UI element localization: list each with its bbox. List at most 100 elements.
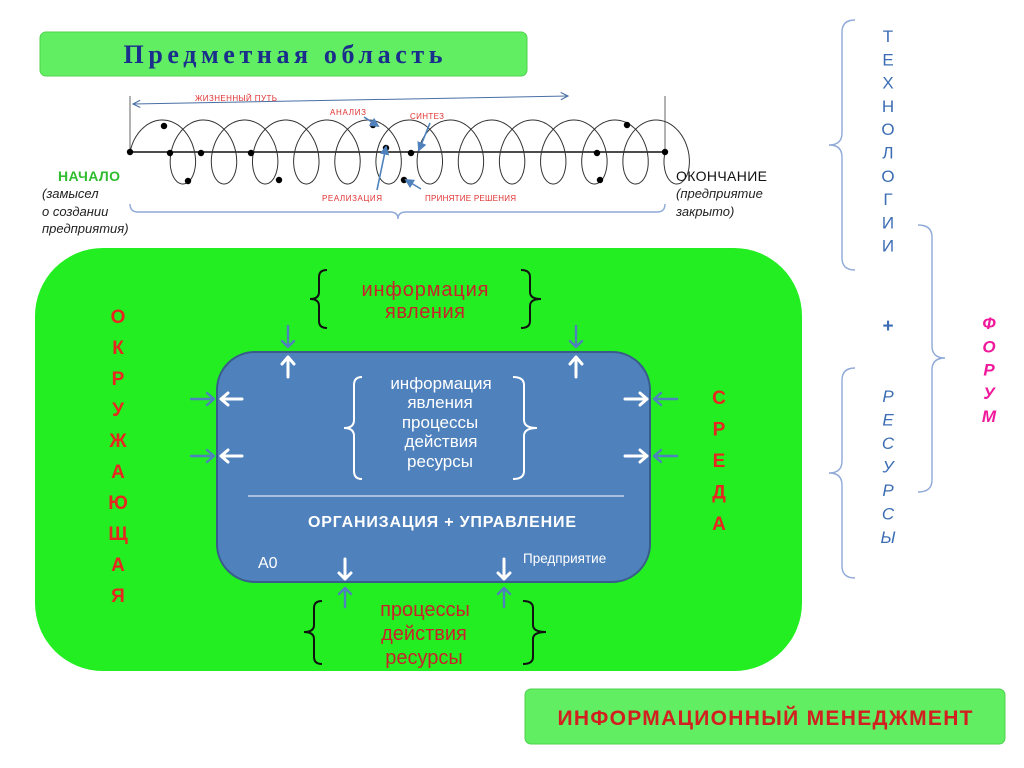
letter: Ж [108, 431, 127, 452]
letter: О [982, 337, 995, 356]
letter: Т [883, 27, 893, 46]
letter: Я [111, 586, 125, 607]
letter: Н [882, 97, 894, 116]
subject-area-header: Предметная область [39, 31, 528, 77]
output-arrow-right [623, 448, 649, 464]
letter: Ы [880, 528, 895, 547]
letter: Р [882, 387, 894, 406]
top-right-brace [520, 269, 542, 329]
letter: И [882, 213, 894, 232]
output-arrow-right [623, 391, 649, 407]
implementation-pointer [376, 145, 390, 191]
end-note-line: закрыто) [675, 204, 734, 219]
input-arrow-up [337, 586, 353, 609]
enterprise-block: информация явления процессы действия рес… [216, 351, 651, 583]
start-note-line: предприятия) [42, 221, 129, 236]
enterprise-box [216, 351, 651, 583]
letter: Ф [982, 314, 996, 333]
enterprise-content-line: действия [405, 432, 478, 451]
analysis-label: АНАЛИЗ [330, 108, 366, 117]
letter: А [111, 462, 125, 483]
output-arrow-down [496, 557, 512, 581]
decision-label: ПРИНЯТИЕ РЕШЕНИЯ [425, 194, 516, 203]
input-arrow-down [280, 324, 296, 349]
bottom-output-line: процессы [380, 599, 470, 621]
letter: Ю [108, 493, 128, 514]
letter: Р [112, 369, 125, 390]
plus-sign: + [882, 316, 893, 337]
top-input-line: явления [385, 301, 465, 323]
lifecycle-point [126, 148, 134, 156]
lifecycle-diagram: ЖИЗНЕННЫЙ ПУТЬ АНАЛИЗ СИНТЕЗ РЕАЛИЗАЦИЯ [42, 94, 767, 236]
bottom-right-brace [522, 600, 547, 665]
synthesis-pointer [417, 122, 431, 152]
enterprise-left-brace [343, 376, 363, 480]
input-arrow-left [652, 391, 679, 407]
letter: У [882, 458, 896, 477]
enterprise-content-line: ресурсы [407, 452, 473, 471]
decision-pointer [404, 179, 422, 190]
letter: Е [882, 50, 893, 69]
subject-area-box [39, 31, 528, 77]
bottom-left-brace [303, 600, 323, 665]
enterprise-content-line: явления [407, 393, 472, 412]
letter: Р [882, 481, 894, 500]
forum-brace [917, 224, 946, 493]
lifecycle-point [593, 149, 601, 157]
top-left-brace [309, 269, 328, 329]
lifecycle-point [275, 176, 283, 184]
output-arrow-down [337, 557, 353, 581]
enterprise-node-id: A0 [258, 555, 278, 572]
input-arrow-up [496, 586, 512, 609]
start-note-line: о создании [42, 204, 108, 219]
end-note-line: (предприятие [676, 186, 763, 201]
lifecycle-point [197, 149, 205, 157]
subject-area-title: Предметная область [124, 40, 443, 69]
lifecycle-spiral [129, 119, 690, 185]
letter: К [112, 338, 124, 359]
synthesis-label: СИНТЕЗ [410, 112, 444, 121]
output-arrow-left [219, 391, 244, 407]
enterprise-function: ОРГАНИЗАЦИЯ + УПРАВЛЕНИЕ [308, 514, 576, 531]
letter: Е [882, 411, 894, 430]
output-arrow-up [280, 355, 296, 379]
lifecycle-point [407, 149, 415, 157]
start-note-line: (замысел [42, 186, 99, 201]
footer-title: ИНФОРМАЦИОННЫЙ МЕНЕДЖМЕНТ [558, 706, 973, 730]
letter: М [982, 407, 997, 426]
end-title: ОКОНЧАНИЕ [676, 168, 767, 184]
letter: Л [882, 144, 893, 163]
top-input-line: информация [362, 279, 489, 301]
lifecycle-points [126, 121, 669, 185]
letter: С [882, 505, 895, 524]
enterprise-content-line: процессы [402, 413, 478, 432]
letter: Щ [108, 524, 128, 545]
letter: С [712, 388, 726, 409]
letter: О [881, 120, 894, 139]
technologies-brace [828, 19, 856, 271]
lifecycle-point [184, 177, 192, 185]
lifecycle-point [661, 148, 669, 156]
letter: И [882, 237, 894, 256]
life-path-label: ЖИЗНЕННЫЙ ПУТЬ [195, 94, 277, 103]
lifecycle-point [596, 176, 604, 184]
input-arrow-down [568, 324, 584, 349]
letter: А [712, 514, 726, 535]
output-arrow-left [219, 448, 244, 464]
letter: Р [983, 361, 995, 380]
lifecycle-point [623, 121, 631, 129]
output-arrow-up [568, 355, 584, 379]
letter: У [112, 400, 124, 421]
bottom-output-line: ресурсы [385, 647, 463, 669]
resources-brace [828, 367, 856, 579]
start-title: НАЧАЛО [58, 168, 120, 184]
letter: Е [713, 451, 726, 472]
enterprise-right-brace [512, 376, 538, 480]
footer-box [524, 688, 1006, 745]
letter: О [881, 167, 894, 186]
